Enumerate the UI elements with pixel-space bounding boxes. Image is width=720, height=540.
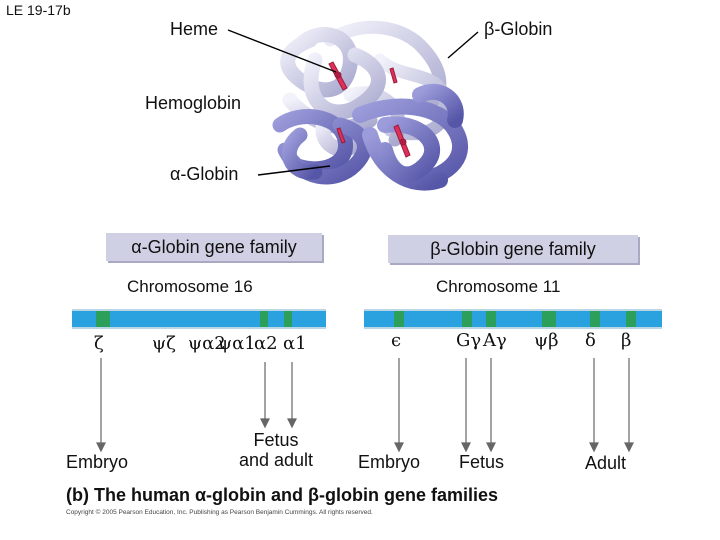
beta-globin-label: β-Globin xyxy=(484,19,553,39)
alpha-globin-label: α-Globin xyxy=(170,164,239,184)
heme-label: Heme xyxy=(170,19,219,39)
heme-groups xyxy=(328,61,411,158)
gene-band xyxy=(96,311,110,327)
gene-alpha2: α2 xyxy=(254,333,278,354)
gene-alpha1: α1 xyxy=(283,333,307,354)
beta-embryo-label: Embryo xyxy=(358,452,421,472)
beta-fetus-label: Fetus xyxy=(459,452,505,472)
gene-beta: β xyxy=(621,330,632,351)
gene-psi-alpha2: ψα2 xyxy=(188,333,226,354)
copyright-notice: Copyright © 2005 Pearson Education, Inc.… xyxy=(66,509,373,516)
chromosome-11-bar xyxy=(364,309,662,329)
slide-id: LE 19-17b xyxy=(6,2,71,18)
gene-band xyxy=(284,311,292,327)
gene-band xyxy=(260,311,268,327)
beta-adult-label: Adult xyxy=(585,453,627,473)
figure-caption: (b) The human α-globin and β-globin gene… xyxy=(66,485,499,505)
gene-delta: δ xyxy=(585,330,596,351)
alpha-globin-chain-right xyxy=(352,83,468,191)
gene-band xyxy=(394,311,404,327)
gene-band xyxy=(590,311,600,327)
gene-psi-zeta: ψζ xyxy=(152,333,176,354)
gene-band xyxy=(542,311,556,327)
chromosome-11-label: Chromosome 11 xyxy=(436,277,561,296)
alpha-embryo-label: Embryo xyxy=(66,452,129,472)
gene-band xyxy=(626,311,636,327)
gene-psi-alpha1: ψα1 xyxy=(218,333,256,354)
gene-band xyxy=(462,311,472,327)
gene-psi-beta: ψβ xyxy=(534,330,559,351)
gene-epsilon: ϵ xyxy=(391,330,402,351)
gene-a-gamma: Aγ xyxy=(483,330,507,351)
chromosome-16-label: Chromosome 16 xyxy=(127,277,253,296)
expression-arrows xyxy=(96,358,634,453)
alpha-fetus-adult-label: Fetus and adult xyxy=(238,430,314,470)
alpha-family-box: α-Globin gene family xyxy=(106,233,322,261)
gene-zeta: ζ xyxy=(94,333,104,354)
beta-family-box: β-Globin gene family xyxy=(388,235,638,263)
beta-globin-chain-front xyxy=(280,27,386,157)
hemoglobin-label: Hemoglobin xyxy=(145,93,242,113)
gene-g-gamma: Gγ xyxy=(456,330,482,351)
gene-band xyxy=(486,311,496,327)
protein-leader-lines xyxy=(227,29,479,176)
chromosome-16-bar xyxy=(72,309,326,329)
